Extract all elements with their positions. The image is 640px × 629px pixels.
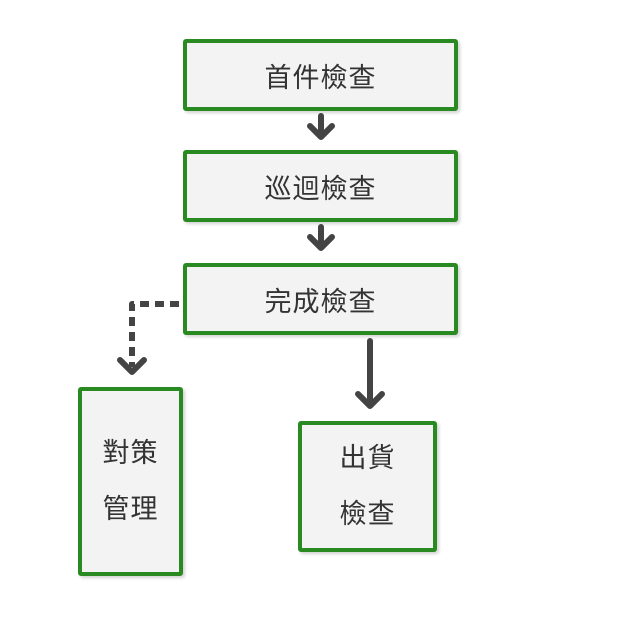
node-shipment-inspection: 出貨 檢查	[298, 421, 437, 552]
arrowhead-final-to-countermeasure	[117, 357, 147, 375]
arrowhead-first-to-patrol	[307, 123, 335, 140]
node-countermeasure-line-2: 管理	[102, 493, 159, 525]
node-first-inspection-label: 首件檢查	[264, 62, 377, 94]
node-first-inspection: 首件檢查	[183, 39, 458, 111]
node-final-inspection: 完成檢查	[183, 263, 458, 335]
node-final-inspection-label: 完成檢查	[264, 286, 377, 318]
dashed-arrow-final-to-countermeasure	[129, 301, 179, 367]
node-shipment-inspection-line-1: 出貨	[339, 442, 396, 474]
node-countermeasure: 對策 管理	[78, 387, 183, 576]
arrowhead-final-to-shipment	[355, 391, 385, 409]
node-shipment-inspection-line-2: 檢查	[339, 498, 396, 530]
node-patrol-inspection: 巡迴檢查	[183, 150, 458, 222]
node-patrol-inspection-label: 巡迴檢查	[264, 173, 377, 205]
node-countermeasure-line-1: 對策	[102, 437, 159, 469]
arrowhead-patrol-to-final	[307, 234, 335, 251]
